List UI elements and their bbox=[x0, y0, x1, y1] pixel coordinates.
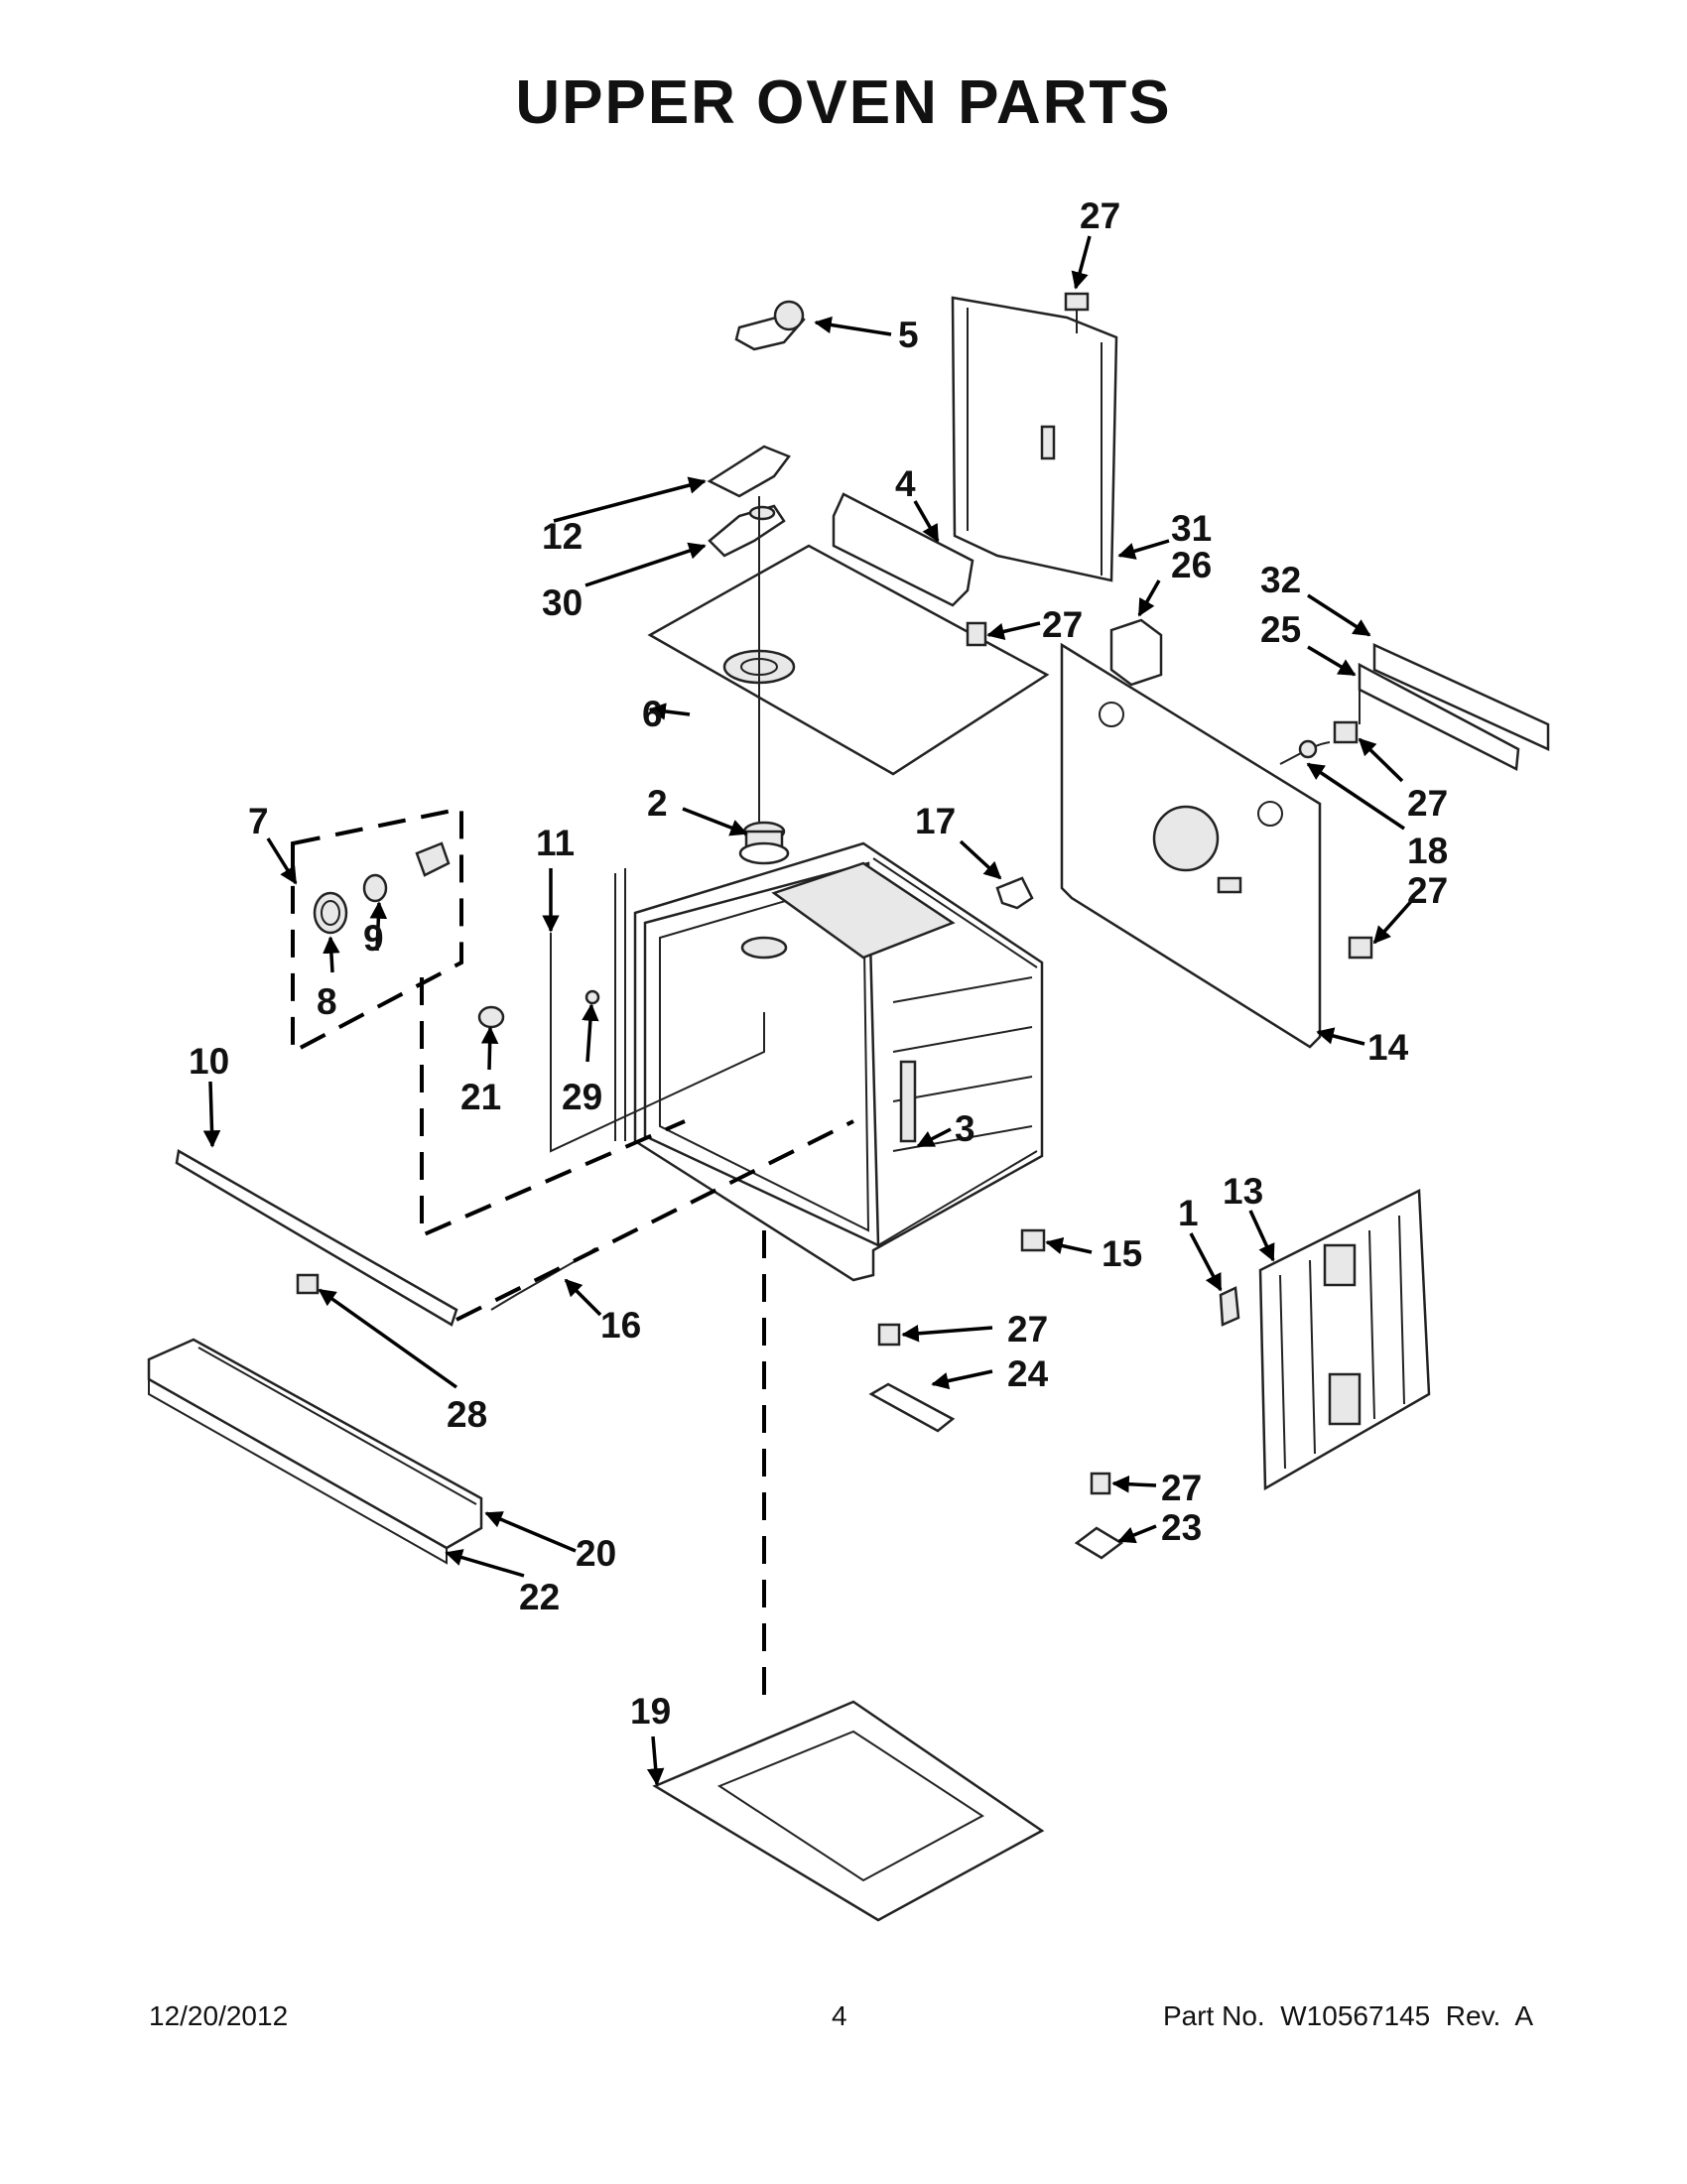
callout-19: 19 bbox=[630, 1691, 671, 1732]
part-6-top-heat-shield bbox=[647, 496, 1050, 834]
callout-8: 8 bbox=[317, 981, 337, 1022]
knob-group-box bbox=[291, 806, 463, 1056]
part-23-bracket bbox=[1074, 1526, 1124, 1560]
callout-13: 13 bbox=[1223, 1171, 1263, 1212]
callout-2: 2 bbox=[647, 783, 668, 824]
part-18-sensor bbox=[1279, 739, 1331, 765]
part-27-screw-bottom bbox=[1090, 1472, 1111, 1495]
part-29-screw bbox=[584, 989, 600, 1005]
callout-4: 4 bbox=[895, 463, 916, 504]
page-title: UPPER OVEN PARTS bbox=[515, 68, 1172, 137]
callout-28: 28 bbox=[447, 1394, 487, 1435]
callout-31: 31 bbox=[1171, 508, 1212, 549]
callout-27-right: 27 bbox=[1407, 783, 1448, 824]
part-26-box bbox=[1109, 618, 1163, 687]
callout-1: 1 bbox=[1178, 1193, 1199, 1233]
footer-date: 12/20/2012 bbox=[149, 2000, 289, 2031]
callout-15: 15 bbox=[1102, 1233, 1142, 1274]
callout-27-top: 27 bbox=[1080, 195, 1120, 236]
part-24-bracket bbox=[868, 1382, 956, 1433]
callout-30: 30 bbox=[542, 582, 583, 623]
part-10-vent-rail bbox=[175, 1149, 458, 1327]
callout-29: 29 bbox=[562, 1077, 602, 1117]
callout-17: 17 bbox=[915, 801, 956, 841]
part-30-mount bbox=[708, 504, 786, 558]
callout-27-rear: 27 bbox=[1407, 870, 1448, 911]
leader-arrows bbox=[202, 235, 1416, 1786]
part-13-side-panel bbox=[1258, 1189, 1431, 1491]
callout-27-shield: 27 bbox=[1042, 604, 1083, 645]
callout-3: 3 bbox=[955, 1108, 975, 1149]
callout-24: 24 bbox=[1007, 1353, 1049, 1394]
footer-part-number: Part No. W10567145 Rev. A bbox=[1162, 2000, 1533, 2031]
rail-alignment-line bbox=[455, 1119, 854, 1322]
part-14-rear-wall bbox=[1060, 642, 1322, 1049]
callout-27-bottom: 27 bbox=[1161, 1468, 1202, 1508]
part-27-screw-rear bbox=[1348, 936, 1373, 960]
part-27-screw-shield bbox=[966, 621, 987, 647]
callout-22: 22 bbox=[519, 1577, 560, 1617]
callout-27-lower: 27 bbox=[1007, 1309, 1048, 1349]
callout-9: 9 bbox=[363, 918, 384, 959]
callout-5: 5 bbox=[898, 315, 919, 355]
part-2-convection-motor bbox=[738, 821, 790, 865]
part-32-bracket bbox=[1372, 643, 1550, 751]
callout-6: 6 bbox=[642, 694, 663, 734]
callout-26: 26 bbox=[1171, 545, 1212, 585]
callout-21: 21 bbox=[460, 1077, 501, 1117]
part-21-bumper bbox=[477, 1005, 505, 1029]
part-19-bottom-panel bbox=[652, 1700, 1045, 1922]
part-4-vent-duct bbox=[832, 492, 974, 607]
footer-page-number: 4 bbox=[832, 2000, 847, 2031]
part-27-screw-lower bbox=[877, 1323, 901, 1347]
callout-labels: 27 5 4 12 30 31 26 27 32 25 6 27 18 27 1… bbox=[189, 195, 1448, 1732]
callout-18: 18 bbox=[1407, 831, 1448, 871]
callout-11: 11 bbox=[536, 823, 575, 863]
callout-12: 12 bbox=[542, 516, 583, 557]
part-31-rear-panel bbox=[951, 296, 1118, 582]
part-25-bracket bbox=[1358, 662, 1520, 771]
part-27-screw-right bbox=[1333, 720, 1359, 744]
part-11-gasket bbox=[550, 933, 765, 1153]
part-1-clip bbox=[1219, 1286, 1240, 1327]
callout-14: 14 bbox=[1367, 1027, 1409, 1068]
callout-23: 23 bbox=[1161, 1507, 1202, 1548]
callout-10: 10 bbox=[189, 1041, 229, 1082]
part-17-clip bbox=[995, 876, 1034, 910]
part-28-screw bbox=[296, 1273, 320, 1295]
callout-16: 16 bbox=[600, 1305, 641, 1346]
assembly-dashed-lines bbox=[291, 806, 854, 1707]
part-12-bracket bbox=[707, 445, 791, 498]
callout-25: 25 bbox=[1260, 609, 1301, 650]
part-15-screw bbox=[1020, 1228, 1046, 1252]
part-27-screw-top bbox=[1064, 292, 1090, 333]
callout-32: 32 bbox=[1260, 560, 1301, 600]
part-8-knob-bezel bbox=[313, 891, 348, 935]
part-5-switch bbox=[734, 300, 806, 351]
part-switch-knob-housing bbox=[415, 841, 451, 877]
callout-7: 7 bbox=[248, 801, 269, 841]
part-9-knob bbox=[362, 873, 388, 903]
callout-20: 20 bbox=[576, 1533, 616, 1574]
part-3-oven-cavity bbox=[614, 841, 1044, 1282]
knob-alignment-line bbox=[420, 977, 686, 1239]
